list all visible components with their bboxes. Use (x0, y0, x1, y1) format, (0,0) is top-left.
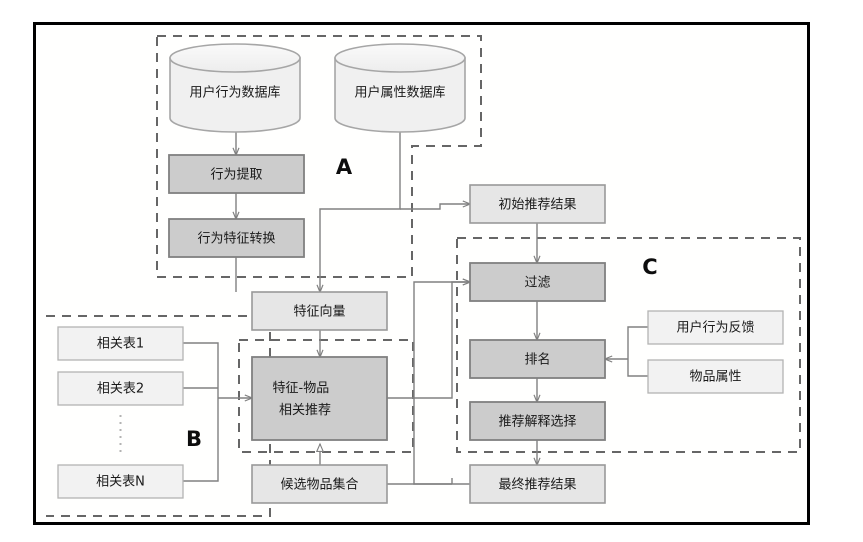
group-boundary-c (456, 237, 801, 453)
edge-attrdb-to-initial (400, 200, 472, 210)
edge-feedback-bus (627, 326, 648, 359)
behavior-extract-box (168, 154, 305, 194)
user-behavior-db-top (169, 43, 301, 73)
edge-tablen-bus (183, 398, 219, 482)
relation-table-1-label: 相关表1 (97, 337, 144, 352)
node-final-rec-result[interactable]: 最终推荐结果 (469, 464, 606, 504)
candidate-item-set-box (251, 464, 388, 504)
ranking-box (469, 339, 606, 379)
behavior-extract-label: 行为提取 (210, 167, 262, 183)
edge-attrdb-to-vector (316, 126, 401, 294)
edge-table1-bus (183, 342, 219, 398)
final-rec-result-label: 最终推荐结果 (498, 477, 576, 493)
node-behavior-transform[interactable]: 行为特征转换 (168, 218, 305, 258)
rec-explanation-label: 推荐解释选择 (498, 415, 576, 430)
node-feature-vector[interactable]: 特征向量 (251, 291, 388, 331)
user-attribute-db-body (334, 57, 466, 133)
node-candidate-item-set[interactable]: 候选物品集合 (251, 464, 388, 504)
initial-rec-result-label: 初始推荐结果 (498, 198, 576, 213)
behavior-transform-label: 行为特征转换 (197, 232, 275, 247)
node-initial-rec-result[interactable]: 初始推荐结果 (469, 184, 606, 224)
connector-layer (183, 126, 648, 485)
feature-vector-label: 特征向量 (293, 304, 345, 320)
final-rec-result-box (469, 464, 606, 504)
node-relation-table-1[interactable]: 相关表1 (57, 326, 184, 361)
group-label-b: B (186, 427, 202, 451)
item-attribute-label: 物品属性 (689, 370, 741, 385)
node-user-attribute-db[interactable]: 用户属性数据库 (334, 43, 466, 133)
relation-table-2-box (57, 371, 184, 406)
feature-item-rec-box (251, 356, 388, 441)
feature-vector-box (251, 291, 388, 331)
relation-table-n-box (57, 464, 184, 499)
node-behavior-extract[interactable]: 行为提取 (168, 154, 305, 194)
node-filter[interactable]: 过滤 (469, 262, 606, 302)
group-label-a: A (336, 155, 353, 179)
group-boundary-middle (238, 339, 414, 453)
relation-table-1-box (57, 326, 184, 361)
feature-item-rec-label: 特征-物品 相关推荐 (273, 381, 367, 418)
feature-item-rec-line1: 特征-物品 (273, 381, 330, 396)
user-behavior-db-label: 用户行为数据库 (189, 85, 280, 101)
group-boundary-a (156, 35, 482, 278)
node-item-attribute[interactable]: 物品属性 (647, 359, 784, 394)
user-attribute-db-label: 用户属性数据库 (354, 85, 445, 101)
feature-item-rec-line2: 相关推荐 (279, 403, 331, 418)
behavior-transform-box (168, 218, 305, 258)
filter-box (469, 262, 606, 302)
edge-itemattr-bus (627, 359, 648, 377)
candidate-item-set-label: 候选物品集合 (280, 477, 358, 493)
user-behavior-feedback-box (647, 310, 784, 345)
user-behavior-db-body (169, 57, 301, 133)
rec-explanation-box (469, 401, 606, 441)
filter-label: 过滤 (524, 276, 550, 291)
user-behavior-feedback-label: 用户行为反馈 (676, 320, 754, 336)
edge-final-loop-to-filter (413, 278, 472, 485)
item-attribute-box (647, 359, 784, 394)
user-attribute-db-top (334, 43, 466, 73)
node-relation-table-2[interactable]: 相关表2 (57, 371, 184, 406)
relation-table-n-label: 相关表N (96, 475, 145, 490)
node-relation-table-n[interactable]: 相关表N (57, 464, 184, 499)
node-user-behavior-feedback[interactable]: 用户行为反馈 (647, 310, 784, 345)
node-rec-explanation[interactable]: 推荐解释选择 (469, 401, 606, 441)
ranking-label: 排名 (524, 352, 550, 368)
node-feature-item-rec[interactable]: 特征-物品 相关推荐 (251, 356, 388, 441)
initial-rec-result-box (469, 184, 606, 224)
node-user-behavior-db[interactable]: 用户行为数据库 (169, 43, 301, 133)
group-label-c: C (642, 255, 657, 279)
relation-table-2-label: 相关表2 (97, 382, 144, 397)
node-ranking[interactable]: 排名 (469, 339, 606, 379)
